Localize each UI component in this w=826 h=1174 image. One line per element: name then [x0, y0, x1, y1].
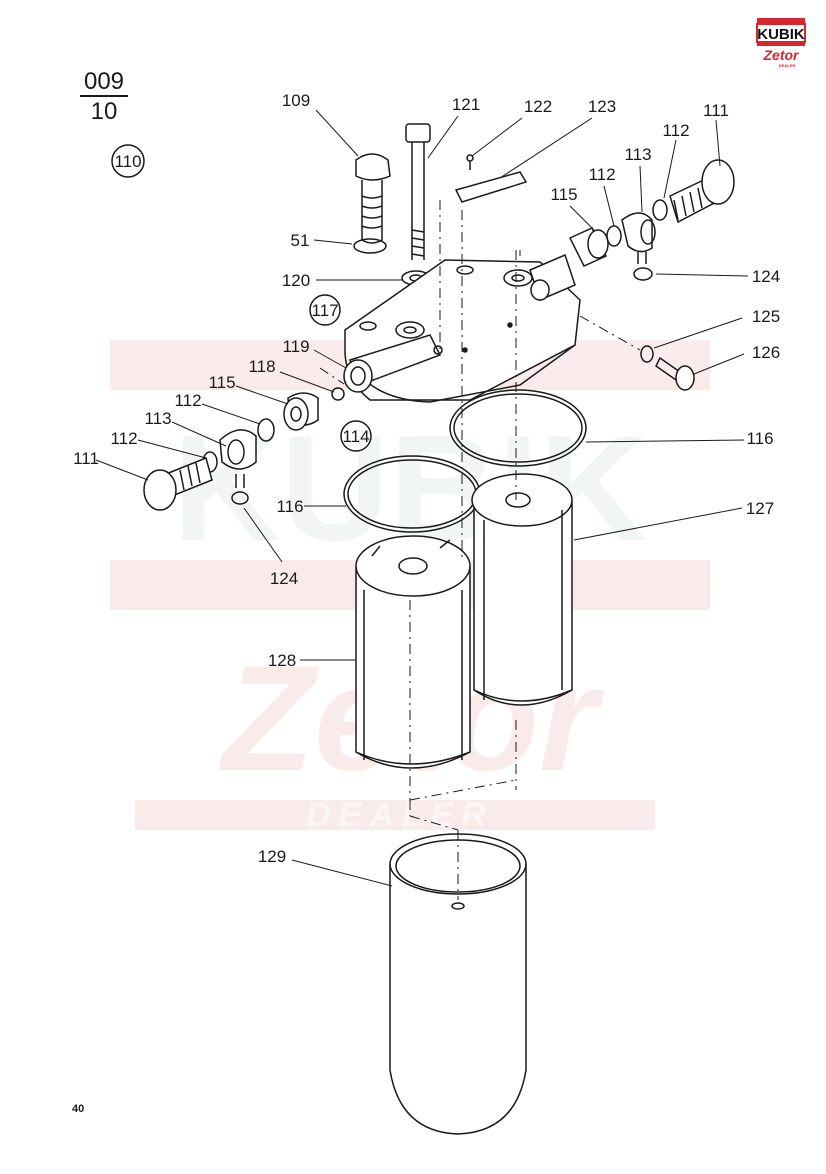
callout-119: 119	[282, 337, 309, 356]
callout-118: 118	[248, 357, 275, 376]
bolt-109	[355, 153, 391, 244]
page-number: 40	[72, 1103, 84, 1115]
bolt-121	[405, 123, 431, 260]
callout-113-left: 113	[144, 409, 171, 428]
right-fitting-group	[568, 159, 735, 281]
callout-112-left-a: 112	[174, 391, 201, 410]
seal-ring-116-right	[449, 389, 587, 467]
cap-124-right	[633, 267, 653, 281]
callout-121: 121	[452, 95, 480, 114]
logo-tag: DEALER	[779, 63, 796, 68]
callout-112-left-b: 112	[110, 429, 137, 448]
filter-element-128	[355, 535, 471, 769]
callout-125: 125	[752, 307, 780, 326]
callout-116-left: 116	[276, 497, 303, 516]
assembly-ref: 110	[114, 152, 141, 171]
leader-lines	[95, 109, 749, 887]
logo-brand: KUBIK	[757, 26, 805, 43]
callout-116-right: 116	[746, 429, 773, 448]
kubik-zetor-logo: KUBIK Zetor DEALER	[756, 18, 806, 68]
circled-ref-114-ring	[340, 420, 372, 452]
callout-122: 122	[524, 97, 552, 116]
callout-111-right: 111	[703, 101, 729, 120]
callout-115-right: 115	[550, 185, 577, 204]
logo-sub: Zetor	[763, 47, 801, 63]
parts-drawing	[95, 109, 749, 1135]
callout-126: 126	[752, 343, 780, 362]
circled-ref-114: 114	[342, 427, 369, 446]
assembly-ref-circle	[111, 144, 145, 178]
washer-51	[353, 238, 387, 254]
cap-124-left	[231, 491, 249, 505]
washer-125	[640, 345, 654, 363]
screw-126	[655, 356, 695, 391]
ball-118	[331, 387, 345, 401]
callout-115-left: 115	[208, 373, 235, 392]
screw-122	[466, 154, 474, 170]
callout-123: 123	[588, 97, 616, 116]
callout-124-right: 124	[752, 267, 780, 286]
alignment-lines	[319, 200, 641, 900]
callout-111-left: 111	[73, 449, 99, 468]
callout-112-right-b: 112	[588, 165, 615, 184]
filter-element-127	[471, 473, 573, 706]
callout-109: 109	[282, 91, 310, 110]
callout-127: 127	[746, 499, 774, 518]
plate-123	[454, 171, 528, 203]
callout-124-left: 124	[270, 569, 298, 588]
callouts: 109 121 122 123 111 112 113 112 115 51 1…	[73, 91, 780, 866]
callout-128: 128	[268, 651, 296, 670]
watermark-tag: DEALER	[306, 796, 494, 834]
callout-112-right-a: 112	[662, 121, 689, 140]
group-number-bottom: 10	[91, 98, 118, 125]
callout-120: 120	[282, 271, 310, 290]
callout-51: 51	[291, 231, 310, 250]
callout-113-right: 113	[624, 145, 651, 164]
callout-129: 129	[258, 847, 286, 866]
group-number-top: 009	[84, 68, 124, 95]
circled-ref-117: 117	[311, 301, 338, 320]
circled-ref-117-ring	[309, 294, 341, 326]
left-fitting-group	[143, 387, 345, 511]
